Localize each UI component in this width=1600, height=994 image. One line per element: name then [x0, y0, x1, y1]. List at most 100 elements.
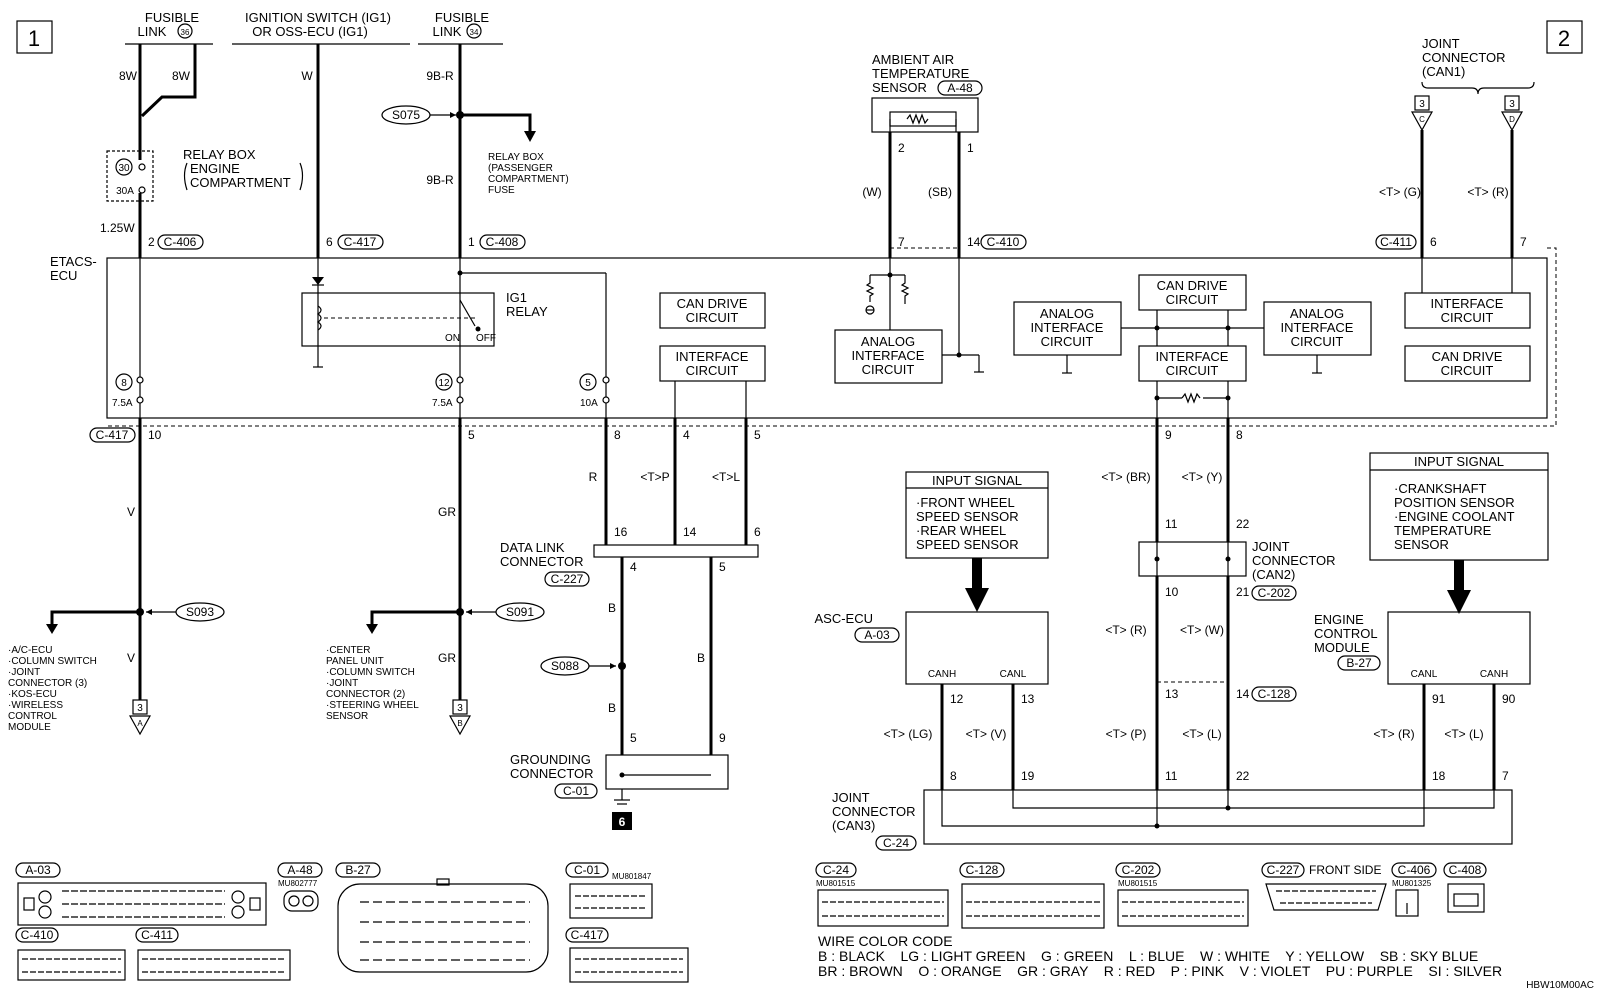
svg-text:8: 8: [1236, 428, 1243, 442]
svg-text:MU801325: MU801325: [1392, 879, 1432, 888]
svg-text:2: 2: [1558, 26, 1570, 51]
svg-text:INTERFACE: INTERFACE: [676, 349, 749, 364]
sheet-number-2: 2: [1546, 20, 1583, 54]
svg-text:MODULE: MODULE: [1314, 640, 1370, 655]
svg-text:4: 4: [630, 560, 637, 574]
svg-text:SENSOR: SENSOR: [1394, 537, 1449, 552]
svg-text:·WIRELESS: ·WIRELESS: [8, 700, 63, 711]
connector-c410: [980, 234, 1027, 250]
pin-label: 2: [148, 235, 155, 249]
svg-text:<T> (R): <T> (R): [1105, 623, 1146, 637]
ignition-switch-source: IGNITION SWITCH (IG1) OR OSS-ECU (IG1): [232, 10, 410, 45]
svg-text:16: 16: [614, 525, 628, 539]
svg-text:6: 6: [754, 525, 761, 539]
input-signal-asc: INPUT SIGNAL ·FRONT WHEEL SPEED SENSOR ·…: [905, 471, 1049, 612]
svg-text:A: A: [137, 719, 143, 728]
svg-text:OR OSS-ECU (IG1): OR OSS-ECU (IG1): [252, 24, 368, 39]
connector-c01: [554, 783, 598, 799]
svg-text:C-417: C-417: [96, 428, 129, 442]
svg-text:C-227: C-227: [551, 572, 584, 586]
svg-text:7: 7: [1502, 769, 1509, 783]
svg-text:CIRCUIT: CIRCUIT: [1166, 363, 1219, 378]
svg-text:FUSIBLE: FUSIBLE: [145, 10, 200, 25]
wire-gr: 5 GR GR 3 B: [366, 418, 475, 736]
wire-v: V V 3 A: [46, 418, 152, 736]
legend-c410: C-410: [15, 927, 126, 981]
svg-text:91: 91: [1432, 692, 1446, 706]
svg-text:3: 3: [1509, 99, 1515, 110]
svg-text:<T>L: <T>L: [712, 470, 740, 484]
fusible-link-36: FUSIBLE LINK 36: [125, 10, 213, 45]
svg-text:·FRONT WHEEL: ·FRONT WHEEL: [916, 495, 1015, 510]
svg-text:INPUT SIGNAL: INPUT SIGNAL: [932, 473, 1022, 488]
svg-text:AMBIENT AIR: AMBIENT AIR: [872, 52, 954, 67]
connector-a48: [937, 80, 983, 96]
can-drive-circuit-right: CAN DRIVE CIRCUIT: [1404, 345, 1531, 382]
svg-text:10A: 10A: [580, 398, 598, 409]
interface-circuit-right: INTERFACE CIRCUIT: [1404, 258, 1531, 329]
svg-text:SPEED SENSOR: SPEED SENSOR: [916, 509, 1019, 524]
svg-text:9B-R: 9B-R: [426, 173, 454, 187]
svg-text:ASC-ECU: ASC-ECU: [814, 611, 873, 626]
svg-text:C-410: C-410: [21, 928, 54, 942]
wires-to-data-link: 8 4 5 R <T>P <T>L 16 14 6: [589, 418, 761, 545]
svg-text:7: 7: [1520, 235, 1527, 249]
svg-text:FUSE: FUSE: [488, 185, 515, 196]
svg-text:CANL: CANL: [1411, 669, 1438, 680]
svg-text:8: 8: [614, 428, 621, 442]
figure-code: HBW10M00AC: [1526, 980, 1594, 991]
svg-text:·KOS-ECU: ·KOS-ECU: [8, 689, 57, 700]
svg-text:3: 3: [137, 703, 143, 714]
svg-text:12: 12: [438, 378, 450, 389]
legend-c406: C-406 MU801325: [1391, 862, 1437, 917]
svg-text:CONTROL: CONTROL: [1314, 626, 1378, 641]
svg-text:5: 5: [754, 428, 761, 442]
svg-text:INTERFACE: INTERFACE: [1281, 320, 1354, 335]
connector-c411: [1375, 234, 1417, 250]
svg-text:8W: 8W: [172, 69, 191, 83]
svg-text:5: 5: [719, 560, 726, 574]
svg-text:S075: S075: [392, 108, 420, 122]
svg-text:IG1: IG1: [506, 290, 527, 305]
svg-text:C-411: C-411: [1380, 235, 1412, 249]
svg-text:INTERFACE: INTERFACE: [1031, 320, 1104, 335]
svg-text:(PASSENGER: (PASSENGER: [488, 163, 553, 174]
svg-text:CIRCUIT: CIRCUIT: [1166, 292, 1219, 307]
splice-s075: S075: [381, 105, 456, 125]
svg-text:C-417: C-417: [344, 235, 377, 249]
svg-text:C-408: C-408: [1449, 863, 1482, 877]
etacs-ecu: ETACS- ECU: [50, 247, 1557, 427]
svg-text:18: 18: [1432, 769, 1446, 783]
svg-text:CAN DRIVE: CAN DRIVE: [1157, 278, 1228, 293]
svg-text:S091: S091: [506, 605, 534, 619]
svg-text:(SB): (SB): [928, 185, 952, 199]
svg-text:C-406: C-406: [164, 235, 197, 249]
svg-text:<T> (BR): <T> (BR): [1101, 470, 1150, 484]
sheet-number-1: 1: [16, 20, 53, 54]
svg-text:C-202: C-202: [1258, 586, 1291, 600]
svg-text:MODULE: MODULE: [8, 722, 51, 733]
svg-text:6: 6: [619, 815, 626, 829]
svg-text:CIRCUIT: CIRCUIT: [1441, 310, 1494, 325]
ig1-relay: ON OFF IG1 RELAY: [301, 258, 606, 418]
svg-text:B-27: B-27: [345, 863, 371, 877]
wire-color-code: WIRE COLOR CODE B : BLACK LG : LIGHT GRE…: [818, 933, 1502, 979]
svg-text:ANALOG: ANALOG: [861, 334, 915, 349]
svg-text:BR : BROWN O : ORANGE GR: BR : BROWN O : ORANGE GR : GRAY R : RED …: [818, 963, 1502, 979]
svg-text:INTERFACE: INTERFACE: [1156, 349, 1229, 364]
connector-b27: [1337, 655, 1381, 671]
svg-text:8W: 8W: [119, 69, 138, 83]
svg-text:PANEL UNIT: PANEL UNIT: [326, 656, 384, 667]
relay-box-engine: 30 30A RELAY BOX ENGINE COMPARTMENT: [106, 118, 304, 258]
svg-text:5: 5: [468, 428, 475, 442]
svg-text:10: 10: [1165, 585, 1179, 599]
svg-text:10: 10: [148, 428, 162, 442]
svg-text:ANALOG: ANALOG: [1290, 306, 1344, 321]
svg-text:<T> (LG): <T> (LG): [884, 727, 933, 741]
svg-text:36: 36: [181, 28, 190, 37]
can-drive-circuit-mid: CAN DRIVE CIRCUIT: [1138, 274, 1247, 311]
svg-text:9: 9: [1165, 428, 1172, 442]
etacs-fuse-8: 8 7.5A: [112, 258, 144, 418]
svg-text:ENGINE: ENGINE: [1314, 612, 1364, 627]
